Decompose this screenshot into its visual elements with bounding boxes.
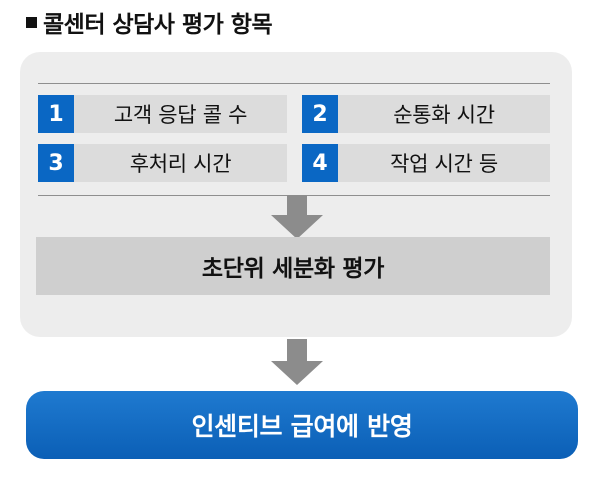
criteria-item-number: 1 [38, 95, 74, 133]
criteria-item-3: 3 후처리 시간 [38, 144, 287, 182]
criteria-item-2: 2 순통화 시간 [302, 95, 550, 133]
diagram-title: 콜센터 상담사 평가 항목 [26, 6, 273, 38]
criteria-item-number: 4 [302, 144, 338, 182]
down-arrow-icon [271, 339, 323, 385]
bullet-square-icon [26, 16, 37, 28]
summary-box: 초단위 세분화 평가 [36, 237, 550, 295]
criteria-item-label: 작업 시간 등 [390, 152, 498, 176]
criteria-item-1: 1 고객 응답 콜 수 [38, 95, 287, 133]
diagram-title-text: 콜센터 상담사 평가 항목 [43, 12, 273, 38]
down-arrow-icon [271, 195, 323, 239]
criteria-item-label: 후처리 시간 [129, 152, 232, 176]
criteria-item-label: 고객 응답 콜 수 [113, 103, 248, 127]
criteria-item-number: 3 [38, 144, 74, 182]
criteria-item-number: 2 [302, 95, 338, 133]
top-divider [38, 83, 550, 84]
result-box: 인센티브 급여에 반영 [26, 391, 578, 459]
criteria-item-label: 순통화 시간 [393, 103, 495, 127]
criteria-item-4: 4 작업 시간 등 [302, 144, 550, 182]
